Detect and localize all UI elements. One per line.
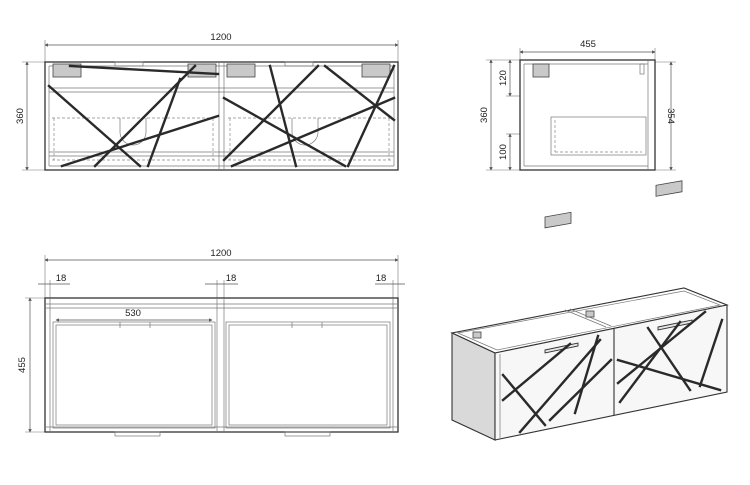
top-depth-label: 455 — [17, 357, 28, 373]
side-upper-label: 120 — [498, 70, 509, 86]
front-width-label: 1200 — [210, 32, 231, 43]
isometric-view — [450, 180, 729, 441]
side-height-dimension: 360 — [479, 59, 520, 171]
top-view: 1200 18 18 18 455 — [17, 248, 405, 437]
top-width-label: 1200 — [210, 248, 231, 259]
side-depth-label: 455 — [580, 39, 596, 50]
side-depth-dimension: 455 — [519, 39, 656, 60]
side-lower-dimension: 100 — [498, 133, 520, 171]
top-panel-mid-label: 18 — [226, 273, 237, 284]
side-upper-dimension: 120 — [498, 59, 520, 97]
top-drawer-label: 530 — [125, 308, 141, 319]
top-width-dimension: 1200 — [44, 248, 399, 298]
top-drawer-dimension: 530 — [55, 308, 213, 322]
top-cabinet-body — [44, 297, 399, 437]
front-height-label: 360 — [15, 108, 26, 124]
iso-front-face — [494, 304, 728, 441]
side-view: 455 360 120 100 354 — [479, 39, 676, 171]
front-width-dimension: 1200 — [44, 32, 399, 62]
side-lower-label: 100 — [498, 144, 509, 160]
side-height-label: 360 — [479, 107, 490, 123]
front-view: 1200 360 — [15, 32, 399, 171]
front-height-dimension: 360 — [15, 61, 45, 171]
top-panel-right-label: 18 — [376, 273, 387, 284]
iso-door-pattern — [501, 310, 724, 434]
top-panel-left-label: 18 — [56, 273, 67, 284]
top-depth-dimension: 455 — [17, 297, 45, 433]
side-cabinet-body — [519, 59, 656, 171]
side-inner-height-label: 354 — [665, 108, 676, 124]
top-panel-dimensions: 18 18 18 — [38, 273, 405, 298]
side-inner-height-dimension: 354 — [655, 61, 676, 171]
front-door-pattern — [47, 64, 396, 168]
